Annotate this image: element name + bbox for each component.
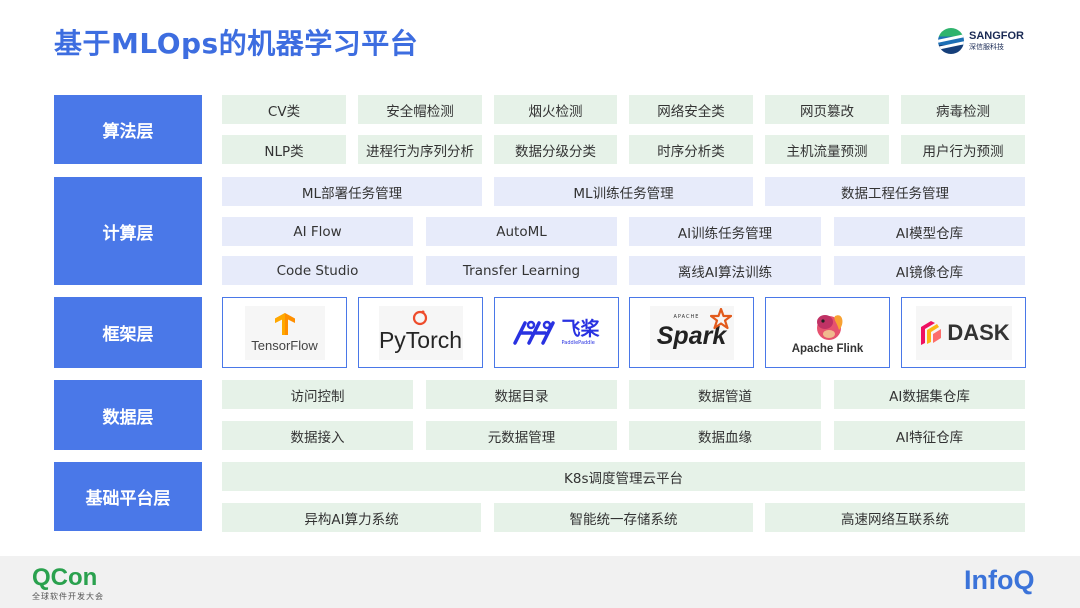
page-title: 基于MLOps的机器学习平台	[54, 27, 419, 60]
algo-cell: 数据分级分类	[494, 135, 617, 164]
dask-icon	[921, 320, 942, 345]
algo-cell: 病毒检测	[901, 95, 1025, 124]
layer-compute: 计算层	[54, 177, 202, 285]
framework-pytorch: PyTorch	[358, 297, 483, 368]
tensorflow-icon	[274, 313, 295, 335]
algo-cell: 时序分析类	[629, 135, 753, 164]
data-cell: 访问控制	[222, 380, 413, 409]
base-cell: 异构AI算力系统	[222, 503, 481, 532]
data-cell: 数据目录	[426, 380, 617, 409]
sangfor-globe-icon	[938, 28, 964, 54]
algo-cell: 安全帽检测	[358, 95, 482, 124]
brand-name: SANGFOR	[969, 30, 1024, 42]
layer-algorithm: 算法层	[54, 95, 202, 164]
algo-cell: 网络安全类	[629, 95, 753, 124]
data-cell: AI数据集仓库	[834, 380, 1025, 409]
compute-cell: ML部署任务管理	[222, 177, 482, 206]
data-cell: 数据血缘	[629, 421, 821, 450]
data-cell: 数据管道	[629, 380, 821, 409]
layer-framework: 框架层	[54, 297, 202, 368]
paddle-label: 飞桨	[561, 317, 600, 340]
base-cell: 智能统一存储系统	[494, 503, 753, 532]
qcon-label: QCon	[32, 564, 98, 591]
compute-cell: AI镜像仓库	[834, 256, 1025, 285]
flink-label: Apache Flink	[791, 343, 864, 355]
compute-cell: Code Studio	[222, 256, 413, 285]
framework-spark: APACHE Spark	[629, 297, 754, 368]
paddle-sub: PaddlePaddle	[561, 339, 595, 346]
compute-cell: 离线AI算法训练	[629, 256, 821, 285]
footer-bar	[0, 556, 1080, 608]
pytorch-label: PyTorch	[378, 327, 463, 353]
pytorch-icon	[412, 310, 427, 325]
algo-cell: 主机流量预测	[765, 135, 889, 164]
qcon-logo: QCon 全球软件开发大会	[32, 566, 104, 602]
compute-cell: AutoML	[426, 217, 617, 246]
algo-cell: 网页篡改	[765, 95, 889, 124]
compute-cell: Transfer Learning	[426, 256, 617, 285]
framework-flink: Apache Flink	[765, 297, 890, 368]
algo-cell: NLP类	[222, 135, 346, 164]
compute-cell: AI模型仓库	[834, 217, 1025, 246]
algo-cell: CV类	[222, 95, 346, 124]
layer-base: 基础平台层	[54, 462, 202, 531]
compute-cell: AI训练任务管理	[629, 217, 821, 246]
compute-cell: 数据工程任务管理	[765, 177, 1025, 206]
framework-tensorflow: TensorFlow	[222, 297, 347, 368]
base-cell: 高速网络互联系统	[765, 503, 1025, 532]
framework-paddle: 飞桨 PaddlePaddle	[494, 297, 619, 368]
algo-cell: 进程行为序列分析	[358, 135, 482, 164]
paddle-icon	[513, 320, 556, 345]
qcon-subtitle: 全球软件开发大会	[32, 592, 104, 601]
dask-label: DASK	[947, 319, 1010, 345]
algo-cell: 用户行为预测	[901, 135, 1025, 164]
algo-cell: 烟火检测	[494, 95, 617, 124]
layer-data: 数据层	[54, 380, 202, 450]
compute-cell: AI Flow	[222, 217, 413, 246]
compute-cell: ML训练任务管理	[494, 177, 753, 206]
tensorflow-label: TensorFlow	[251, 338, 318, 353]
framework-dask: DASK	[901, 297, 1026, 368]
base-cell: K8s调度管理云平台	[222, 462, 1025, 491]
data-cell: AI特征仓库	[834, 421, 1025, 450]
spark-tag: APACHE	[673, 313, 700, 320]
flink-squirrel-icon	[816, 315, 842, 340]
brand-subtitle: 深信服科技	[969, 43, 1004, 51]
infoq-logo: InfoQ	[964, 565, 1035, 595]
data-cell: 数据接入	[222, 421, 413, 450]
sangfor-logo: SANGFOR 深信服科技	[938, 28, 1024, 54]
data-cell: 元数据管理	[426, 421, 617, 450]
spark-star-icon	[709, 307, 732, 329]
